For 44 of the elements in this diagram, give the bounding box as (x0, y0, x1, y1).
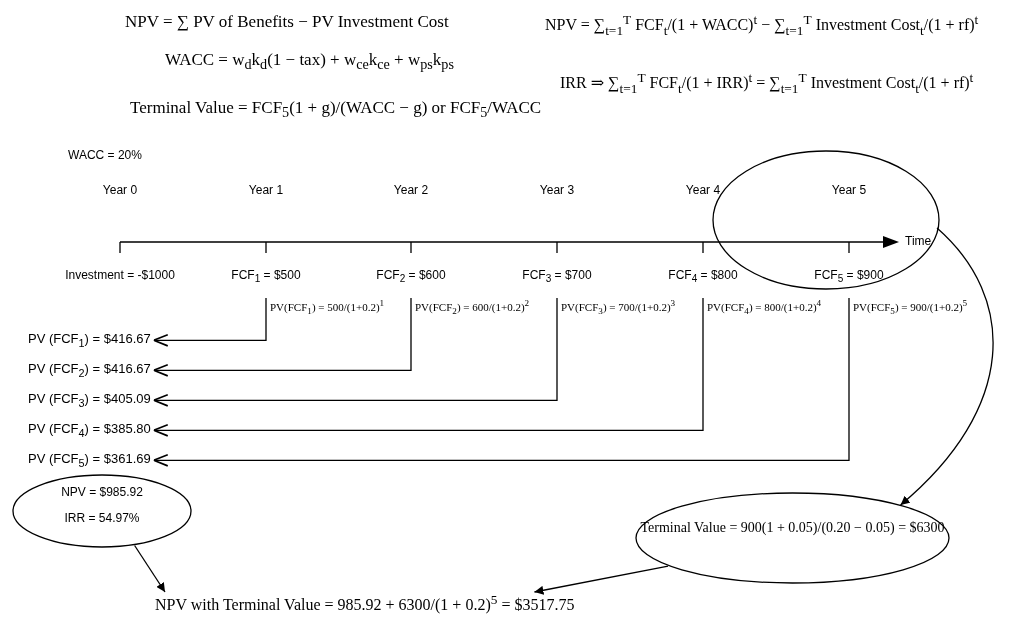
highlight-oval (712, 150, 940, 290)
present-value-label: PV (FCF$_{4}$) = $385.80 (28, 421, 151, 440)
terminal-value-oval (635, 492, 950, 584)
formula: PV(FCF$_{2}$) = 600/(1+0.2)$^{2}$ (411, 298, 530, 317)
year-label: Year 4 (685, 183, 721, 198)
cash-flow-label: Investment = -$1000 (65, 268, 175, 283)
formula: NPV with Terminal Value = 985.92 + 6300/(1 + 0.2)$^{5}$ = $3517.75 (155, 592, 575, 615)
arrow (899, 227, 994, 506)
cash-flow-label: FCF$_{4}$ = $800 (668, 268, 738, 286)
year-label: Year 2 (393, 183, 429, 198)
present-value-label: PV (FCF$_{3}$) = $405.09 (28, 391, 151, 410)
arrow (133, 544, 166, 593)
arrow (152, 297, 267, 347)
rate-label: WACC = 20% (68, 148, 142, 163)
cash-flow-label: FCF$_{1}$ = $500 (231, 268, 301, 286)
cash-flow-label: FCF$_{3}$ = $700 (522, 268, 592, 286)
formula: PV(FCF$_{1}$) = 500/(1+0.2)$^{1}$ (266, 298, 385, 317)
formula: PV(FCF$_{3}$) = 700/(1+0.2)$^{3}$ (557, 298, 676, 317)
formula: PV(FCF$_{5}$) = 900/(1+0.2)$^{5}$ (849, 298, 968, 317)
year-label: Year 5 (831, 183, 867, 198)
cash-flow-label: FCF$_{2}$ = $600 (376, 268, 446, 286)
formula: PV(FCF$_{4}$) = 800/(1+0.2)$^{4}$ (703, 298, 822, 317)
year-label: Year 0 (102, 183, 138, 198)
year-label: Year 3 (539, 183, 575, 198)
arrow (533, 565, 669, 595)
arrow (152, 297, 704, 437)
arrow (152, 297, 412, 377)
irr-value: IRR = 54.97% (63, 510, 141, 525)
year-label: Year 1 (248, 183, 284, 198)
cash-flow-label: FCF$_{5}$ = $900 (814, 268, 884, 286)
npv-value: NPV = $985.92 (60, 484, 144, 499)
present-value-label: PV (FCF$_{1}$) = $416.67 (28, 331, 151, 350)
formula: IRR ⇒ ∑$_{t=1}$$^{T}$ FCF$_{t}$/(1 + IRR)$^{t}$ = ∑$_{t=1}$$^{T}$ Investment Cost$_{t}$/(1 + rf)$^{t}$ (560, 70, 974, 97)
formula: WACC = w$_{d}$k$_{d}$(1 − tax) + w$_{ce}$k$_{ce}$ + w$_{ps}$k$_{ps}$ (165, 50, 454, 74)
axis-label: Time (905, 234, 932, 249)
arrow (152, 297, 558, 407)
arrow (152, 297, 850, 467)
formula: NPV = ∑$_{t=1}$$^{T}$ FCF$_{t}$/(1 + WACC)$^{t}$ − ∑$_{t=1}$$^{T}$ Investment Cost$_{t}$/(1 + rf)$^{t}$ (545, 12, 979, 39)
result-oval (12, 474, 192, 548)
formula: NPV = ∑ PV of Benefits − PV Investment Cost (125, 12, 449, 33)
formula: Terminal Value = FCF$_{5}$(1 + g)/(WACC − g) or FCF$_{5}$/WACC (130, 98, 542, 122)
present-value-label: PV (FCF$_{2}$) = $416.67 (28, 361, 151, 380)
formula: Terminal Value = 900(1 + 0.05)/(0.20 − 0.05) = $6300 (639, 519, 946, 536)
present-value-label: PV (FCF$_{5}$) = $361.69 (28, 451, 151, 470)
